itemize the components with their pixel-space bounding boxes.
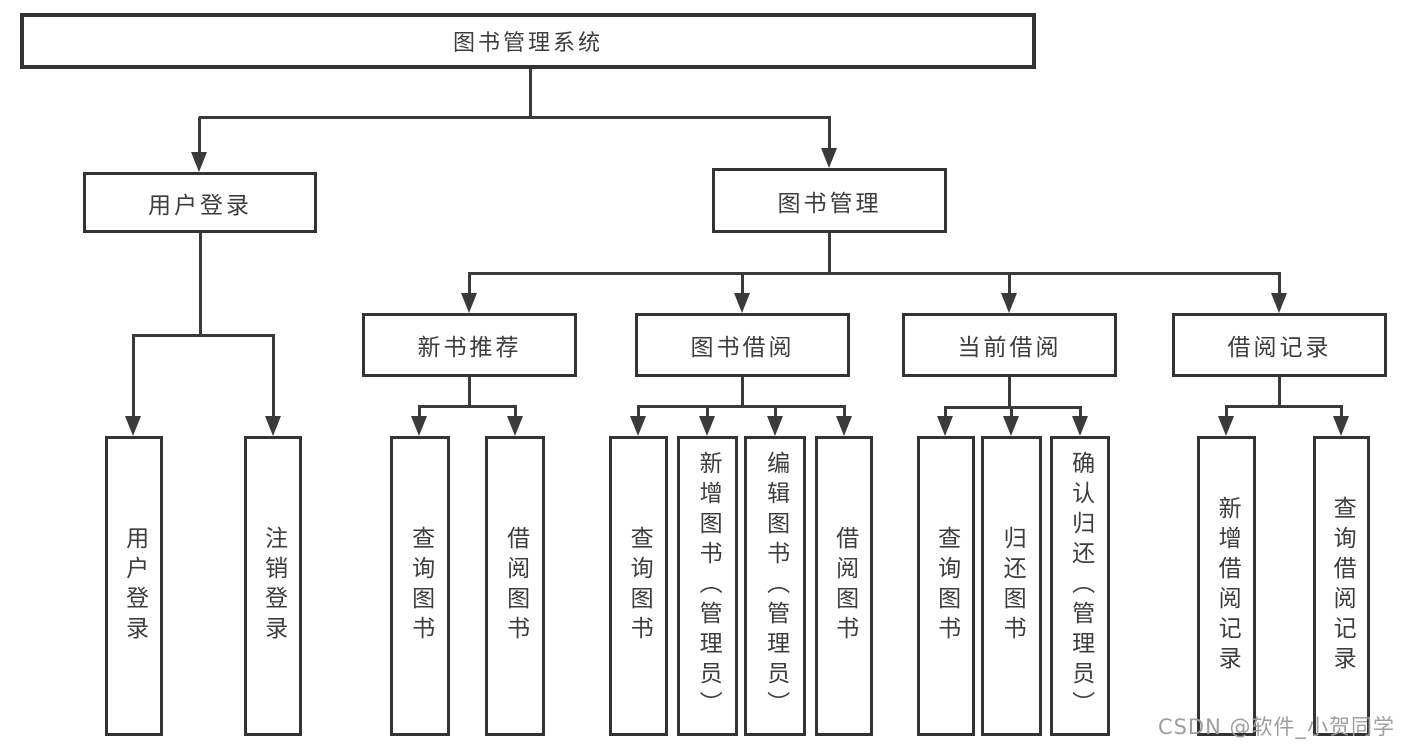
tree-connector-vline (706, 406, 709, 419)
tree-connector-hline (199, 116, 831, 119)
leaf-logout: 注销登录 (244, 436, 302, 736)
tree-connector-vline (272, 335, 275, 419)
leaf-label: 归还图书 (999, 526, 1026, 646)
node-label: 新书推荐 (417, 335, 522, 361)
tree-connector-vline (1010, 407, 1013, 419)
tree-connector-vline (843, 406, 846, 419)
leaf-label: 确认归还（管理员） (1067, 451, 1094, 721)
tree-connector-vline (1008, 377, 1011, 409)
node-current-borrowing: 当前借阅 (902, 313, 1117, 377)
tree-connector-hline (468, 272, 1281, 275)
arrowhead-down-icon (411, 416, 427, 436)
leaf-add-books-admin: 新增图书（管理员） (677, 436, 738, 736)
tree-connector-vline (198, 117, 201, 155)
node-label: 借阅记录 (1227, 335, 1332, 361)
leaf-query-books-recommend: 查询图书 (390, 436, 450, 736)
arrowhead-down-icon (767, 416, 783, 436)
arrowhead-down-icon (836, 416, 852, 436)
tree-connector-vline (468, 273, 471, 296)
tree-connector-vline (529, 69, 532, 118)
tree-connector-vline (1340, 406, 1343, 419)
tree-connector-vline (514, 406, 517, 419)
tree-connector-vline (1225, 406, 1228, 419)
leaf-return-books: 归还图书 (981, 436, 1042, 736)
node-label: 用户登录 (148, 192, 252, 219)
arrowhead-down-icon (1003, 416, 1019, 436)
arrowhead-down-icon (1271, 293, 1287, 313)
node-book-borrowing: 图书借阅 (635, 313, 850, 377)
leaf-query-books-current: 查询图书 (917, 436, 975, 736)
node-book-management: 图书管理 (712, 168, 947, 233)
leaf-label: 借阅图书 (831, 526, 858, 646)
node-user-login: 用户登录 (83, 172, 317, 233)
tree-connector-vline (774, 406, 777, 419)
leaf-edit-books-admin: 编辑图书（管理员） (744, 436, 806, 736)
leaf-confirm-return-admin: 确认归还（管理员） (1050, 436, 1110, 736)
leaf-add-borrow-record: 新增借阅记录 (1197, 436, 1256, 736)
node-new-book-recommendation: 新书推荐 (362, 313, 577, 377)
tree-connector-hline (944, 406, 1082, 409)
tree-connector-vline (199, 233, 202, 337)
node-label: 当前借阅 (957, 335, 1062, 361)
tree-connector-vline (637, 406, 640, 419)
arrowhead-down-icon (265, 416, 281, 436)
leaf-label: 查询图书 (407, 526, 434, 646)
leaf-borrow-books: 借阅图书 (815, 436, 873, 736)
leaf-label: 借阅图书 (502, 526, 529, 646)
leaf-label: 查询借阅记录 (1329, 496, 1356, 676)
arrowhead-down-icon (937, 416, 953, 436)
node-label: 图书管理 (777, 190, 882, 217)
arrowhead-down-icon (734, 293, 750, 313)
tree-connector-hline (132, 334, 275, 337)
leaf-label: 新增图书（管理员） (695, 451, 722, 721)
leaf-label: 注销登录 (260, 526, 287, 646)
tree-connector-vline (741, 377, 744, 408)
tree-connector-vline (944, 407, 947, 419)
leaf-query-borrow-record: 查询借阅记录 (1313, 436, 1370, 736)
leaf-user-login: 用户登录 (105, 436, 163, 736)
arrowhead-down-icon (507, 416, 523, 436)
node-label: 图书借阅 (690, 335, 795, 361)
csdn-watermark: CSDN @软件_小贺同学 (1157, 715, 1395, 739)
leaf-label: 查询图书 (626, 526, 653, 646)
node-borrowing-records: 借阅记录 (1172, 313, 1387, 377)
tree-connector-hline (1225, 405, 1343, 408)
tree-connector-vline (1079, 407, 1082, 419)
leaf-query-books-borrow: 查询图书 (609, 436, 668, 736)
tree-connector-vline (418, 406, 421, 419)
leaf-label: 用户登录 (121, 526, 148, 646)
tree-connector-vline (828, 233, 831, 275)
tree-connector-vline (132, 335, 135, 419)
tree-connector-vline (1008, 273, 1011, 296)
node-library-management-system: 图书管理系统 (20, 13, 1036, 69)
tree-connector-vline (1278, 377, 1281, 408)
arrowhead-down-icon (1001, 293, 1017, 313)
node-label: 图书管理系统 (452, 31, 603, 56)
arrowhead-down-icon (125, 416, 141, 436)
tree-connector-hline (418, 405, 517, 408)
leaf-label: 编辑图书（管理员） (762, 451, 789, 721)
arrowhead-down-icon (699, 416, 715, 436)
arrowhead-down-icon (821, 148, 837, 168)
arrowhead-down-icon (191, 152, 207, 172)
tree-connector-vline (828, 117, 831, 151)
tree-connector-vline (1278, 273, 1281, 296)
arrowhead-down-icon (461, 293, 477, 313)
arrowhead-down-icon (1218, 416, 1234, 436)
arrowhead-down-icon (1072, 416, 1088, 436)
arrowhead-down-icon (1333, 416, 1349, 436)
leaf-borrow-books-recommend: 借阅图书 (485, 436, 545, 736)
tree-connector-vline (741, 273, 744, 296)
leaf-label: 新增借阅记录 (1214, 496, 1241, 676)
tree-connector-vline (468, 377, 471, 408)
leaf-label: 查询图书 (933, 526, 960, 646)
arrowhead-down-icon (630, 416, 646, 436)
